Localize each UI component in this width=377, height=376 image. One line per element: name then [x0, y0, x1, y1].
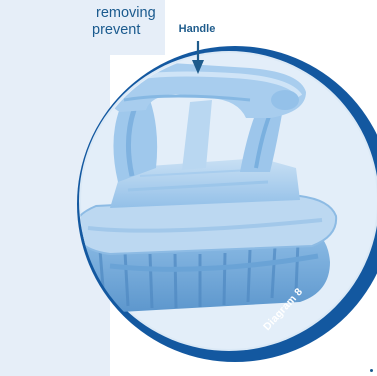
body-text-line-1: removing: [96, 4, 156, 22]
handle-callout-label: Handle: [175, 23, 219, 35]
body-text-line-2: prevent: [92, 21, 140, 39]
page-dot: [370, 369, 373, 372]
